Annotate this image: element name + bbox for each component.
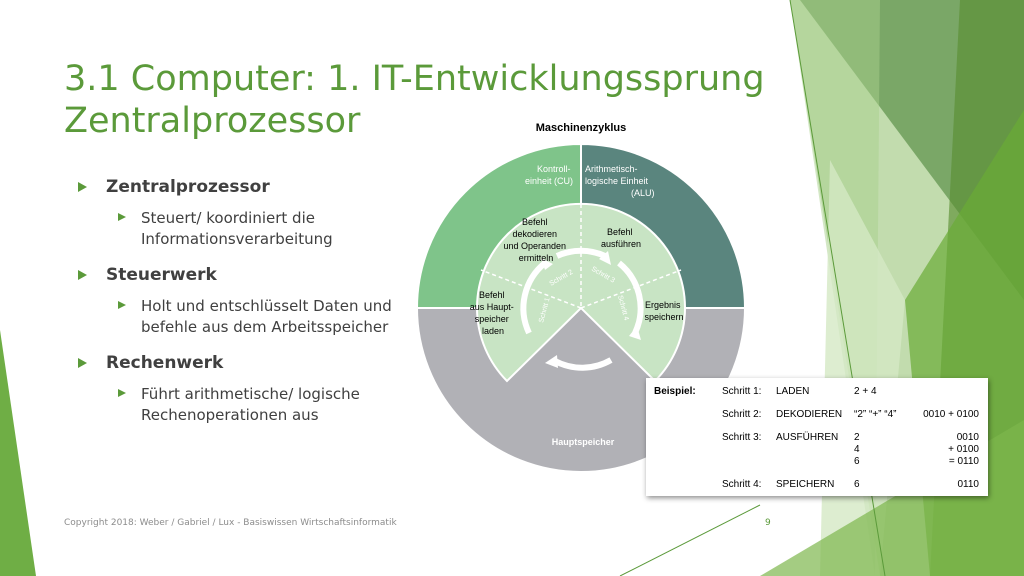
bullet-arrow-icon bbox=[118, 213, 126, 221]
slide-title-line1: 3.1 Computer: 1. IT-Entwicklungssprung bbox=[64, 59, 765, 99]
page-number: 9 bbox=[765, 518, 771, 528]
example-action: LADEN bbox=[776, 386, 810, 397]
step-decode-label: Befehl dekodieren und Operanden ermittel… bbox=[503, 217, 568, 263]
slide-title-line2: Zentralprozessor bbox=[64, 101, 361, 141]
machine-cycle-diagram: Maschinenzyklus Schritt 1 Schritt 2 Schr… bbox=[415, 122, 747, 473]
example-action: SPEICHERN bbox=[776, 479, 835, 490]
example-action: AUSFÜHREN bbox=[776, 432, 839, 443]
example-box: Beispiel: Schritt 1: LADEN 2 + 4 Schritt… bbox=[646, 378, 988, 496]
example-value: 2 + 4 bbox=[854, 386, 877, 397]
bullet-list: Zentralprozessor Steuert/ koordiniert di… bbox=[78, 176, 418, 442]
diagram-title: Maschinenzyklus bbox=[536, 122, 626, 134]
step-execute-label: Befehl ausführen bbox=[601, 227, 641, 249]
step-fetch-label: Befehl aus Haupt- speicher laden bbox=[470, 290, 517, 336]
example-value: 4 bbox=[854, 444, 860, 455]
step-store-label: Ergebnis speichern bbox=[644, 300, 683, 322]
example-value: 2 bbox=[854, 432, 860, 443]
bullet-heading: Rechenwerk bbox=[78, 352, 418, 374]
slide-title: 3.1 Computer: 1. IT-Entwicklungssprung Z… bbox=[64, 58, 765, 142]
bullet-heading: Zentralprozessor bbox=[78, 176, 418, 198]
cu-label: Kontroll- einheit (CU) bbox=[525, 164, 573, 186]
example-step: Schritt 4: bbox=[722, 479, 762, 490]
cycle-arrowheads bbox=[541, 251, 641, 368]
example-binary: 0110 bbox=[957, 479, 979, 490]
example-binary: 0010 + 0100 bbox=[923, 409, 979, 420]
divider bbox=[580, 269, 682, 309]
example-label: Beispiel: bbox=[654, 386, 696, 397]
example-step: Schritt 3: bbox=[722, 432, 762, 443]
example-binary: + 0100 bbox=[948, 444, 979, 455]
divider bbox=[480, 269, 582, 309]
footer-copyright: Copyright 2018: Weber / Gabriel / Lux - … bbox=[64, 518, 397, 528]
bullet-arrow-icon bbox=[78, 182, 87, 192]
alu-label: Arithmetisch- logische Einheit (ALU) bbox=[585, 164, 655, 198]
bullet-arrow-icon bbox=[78, 270, 87, 280]
bullet-arrow-icon bbox=[78, 358, 87, 368]
example-action: DEKODIEREN bbox=[776, 409, 843, 420]
cycle-arrows bbox=[520, 247, 644, 371]
bullet-arrow-icon bbox=[118, 389, 126, 397]
memory-label: Hauptspeicher bbox=[552, 437, 615, 447]
example-step: Schritt 2: bbox=[722, 409, 762, 420]
example-value: “2” “+” “4” bbox=[854, 409, 897, 420]
example-step: Schritt 1: bbox=[722, 386, 762, 397]
example-value: 6 bbox=[854, 479, 860, 490]
example-binary: = 0110 bbox=[948, 456, 979, 467]
example-binary: 0010 bbox=[956, 432, 979, 443]
bullet-arrow-icon bbox=[118, 301, 126, 309]
bullet-heading: Steuerwerk bbox=[78, 264, 418, 286]
example-value: 6 bbox=[854, 456, 860, 467]
